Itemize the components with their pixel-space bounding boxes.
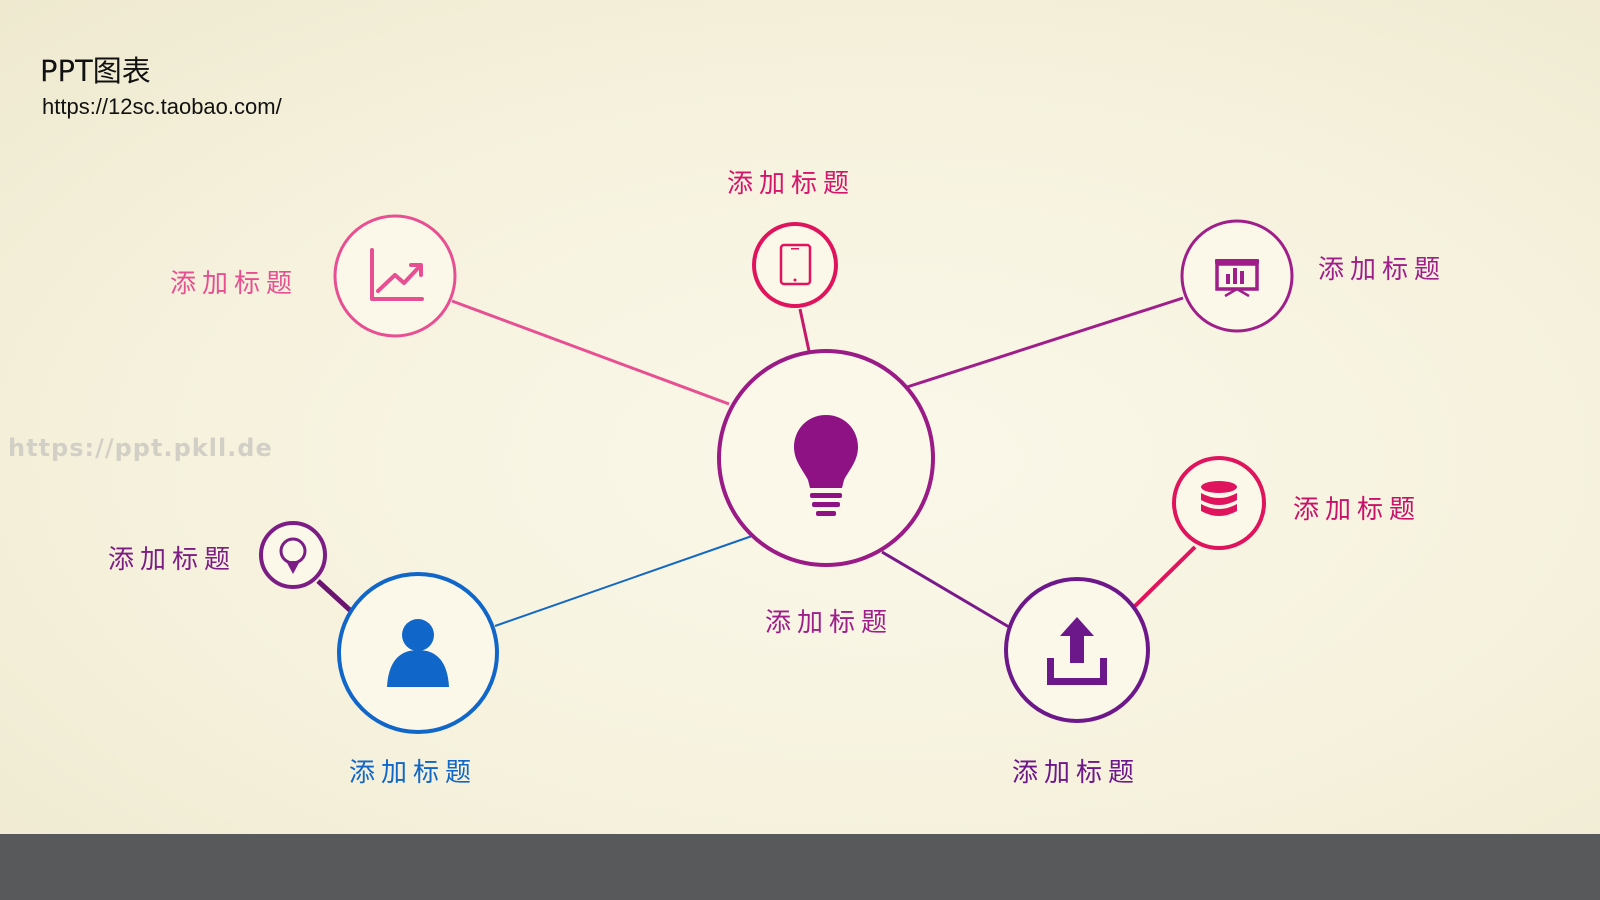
location-pin-icon bbox=[279, 537, 307, 574]
label-presentation: 添加标题 bbox=[1318, 255, 1447, 285]
center-node bbox=[717, 349, 935, 567]
node-user bbox=[337, 572, 499, 734]
connector-tablet bbox=[798, 308, 811, 352]
growth-chart-icon bbox=[370, 248, 424, 301]
slide-canvas: PPT图表 https://12sc.taobao.com/ https://p… bbox=[0, 0, 1600, 834]
node-upload bbox=[1004, 577, 1150, 723]
label-tablet: 添加标题 bbox=[727, 169, 856, 199]
connector-location bbox=[316, 579, 354, 614]
lightbulb-icon bbox=[794, 415, 858, 516]
footer-bar bbox=[0, 834, 1600, 900]
slide-url: https://12sc.taobao.com/ bbox=[42, 94, 282, 119]
tablet-icon bbox=[779, 243, 812, 286]
node-growth bbox=[333, 214, 457, 338]
label-center: 添加标题 bbox=[765, 608, 894, 638]
label-database: 添加标题 bbox=[1293, 495, 1422, 525]
mind-map-diagram bbox=[259, 214, 1294, 734]
label-user: 添加标题 bbox=[349, 758, 478, 788]
database-icon bbox=[1201, 481, 1237, 516]
slide-title: PPT图表 bbox=[40, 54, 151, 88]
node-presentation bbox=[1180, 219, 1294, 333]
watermark: https://ppt.pkll.de bbox=[8, 434, 273, 462]
connector-database bbox=[1131, 545, 1197, 610]
label-upload: 添加标题 bbox=[1012, 758, 1141, 788]
presentation-icon bbox=[1215, 259, 1259, 298]
connector-presentation bbox=[906, 296, 1184, 389]
node-location bbox=[259, 521, 327, 589]
node-database bbox=[1172, 456, 1266, 550]
user-icon bbox=[387, 619, 449, 687]
upload-icon bbox=[1047, 617, 1107, 685]
connector-user bbox=[494, 535, 753, 627]
label-growth: 添加标题 bbox=[170, 269, 299, 299]
connector-growth bbox=[451, 299, 730, 406]
node-tablet bbox=[752, 222, 838, 308]
connector-upload bbox=[881, 550, 1010, 629]
label-location: 添加标题 bbox=[108, 545, 237, 575]
